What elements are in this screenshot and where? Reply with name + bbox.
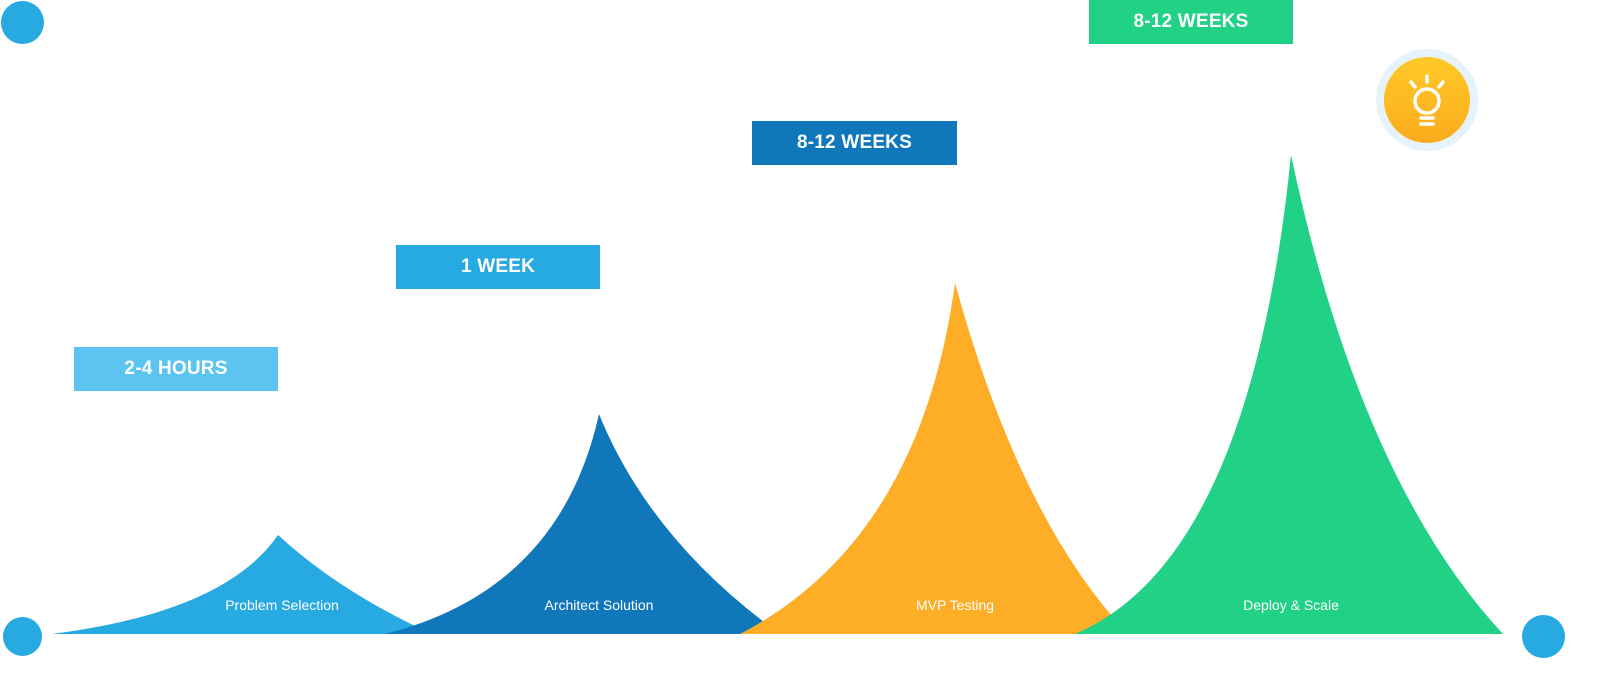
stage-label: MVP Testing	[916, 597, 994, 613]
corner-dot-bottom-right	[1522, 615, 1565, 658]
lightbulb-icon	[1376, 49, 1478, 151]
peak-mvp-testing	[740, 283, 1128, 634]
stage-label: Architect Solution	[545, 597, 654, 613]
duration-badge-problem-selection: 2-4 HOURS	[74, 347, 278, 391]
corner-dot-top-left	[1, 1, 44, 44]
duration-badge-deploy-scale: 8-12 WEEKS	[1089, 0, 1293, 44]
stage-label: Problem Selection	[225, 597, 339, 613]
peak-problem-selection	[52, 535, 432, 634]
duration-badge-mvp-testing: 8-12 WEEKS	[752, 121, 957, 165]
stage-label: Deploy & Scale	[1243, 597, 1339, 613]
corner-dot-bottom-left	[3, 617, 42, 656]
peak-architect-solution	[385, 414, 780, 634]
peak-deploy-scale	[1075, 155, 1503, 634]
duration-badge-architect-solution: 1 WEEK	[396, 245, 600, 289]
